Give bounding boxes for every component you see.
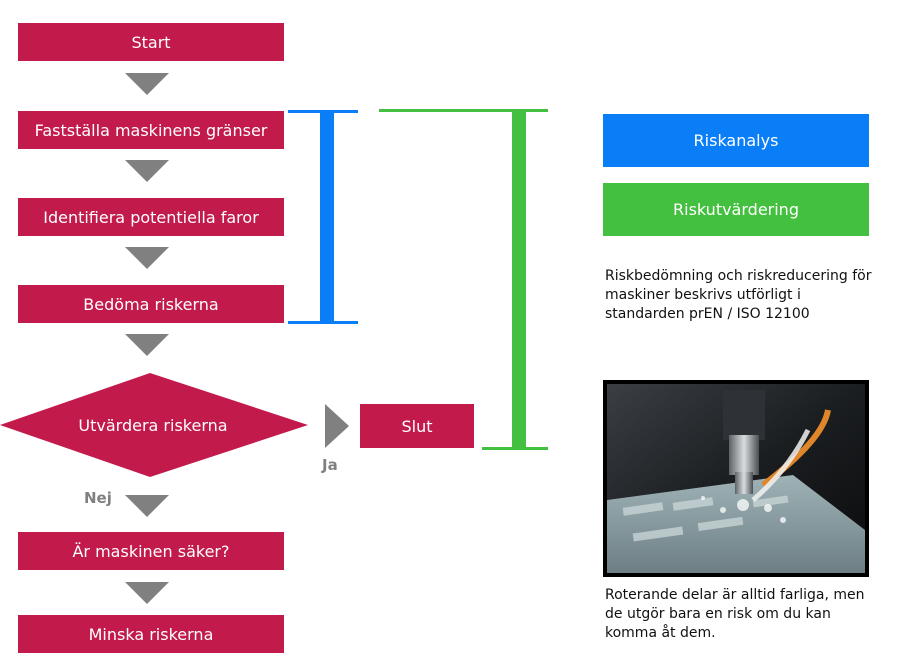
yes-label: Ja — [322, 456, 338, 474]
decision-diamond — [0, 373, 308, 477]
down-arrow-icon — [125, 247, 169, 269]
step-define-limits: Fastställa maskinens gränser — [18, 111, 284, 149]
end-box: Slut — [360, 404, 474, 448]
standard-note: Riskbedömning och riskreducering för mas… — [605, 268, 872, 322]
legend-risk-evaluation: Riskutvärdering — [603, 183, 869, 236]
down-arrow-icon — [125, 582, 169, 604]
step-identify-hazards: Identifiera potentiella faror — [18, 198, 284, 236]
no-label: Nej — [84, 489, 112, 507]
photo-caption: Roterande delar är alltid farliga, men d… — [605, 587, 865, 641]
down-arrow-icon — [125, 334, 169, 356]
down-arrow-icon — [125, 495, 169, 517]
machine-photo — [603, 380, 869, 577]
down-arrow-icon — [125, 73, 169, 95]
legend-risk-analysis: Riskanalys — [603, 114, 869, 167]
right-arrow-icon — [325, 404, 349, 448]
step-assess-risks: Bedöma riskerna — [18, 285, 284, 323]
step-reduce-risks: Minska riskerna — [18, 615, 284, 653]
down-arrow-icon — [125, 160, 169, 182]
decision-label: Utvärdera riskerna — [78, 416, 228, 435]
start-box: Start — [18, 23, 284, 61]
risk-evaluation-bracket — [379, 109, 548, 450]
step-is-machine-safe: Är maskinen säker? — [18, 532, 284, 570]
risk-analysis-bracket — [288, 110, 358, 324]
